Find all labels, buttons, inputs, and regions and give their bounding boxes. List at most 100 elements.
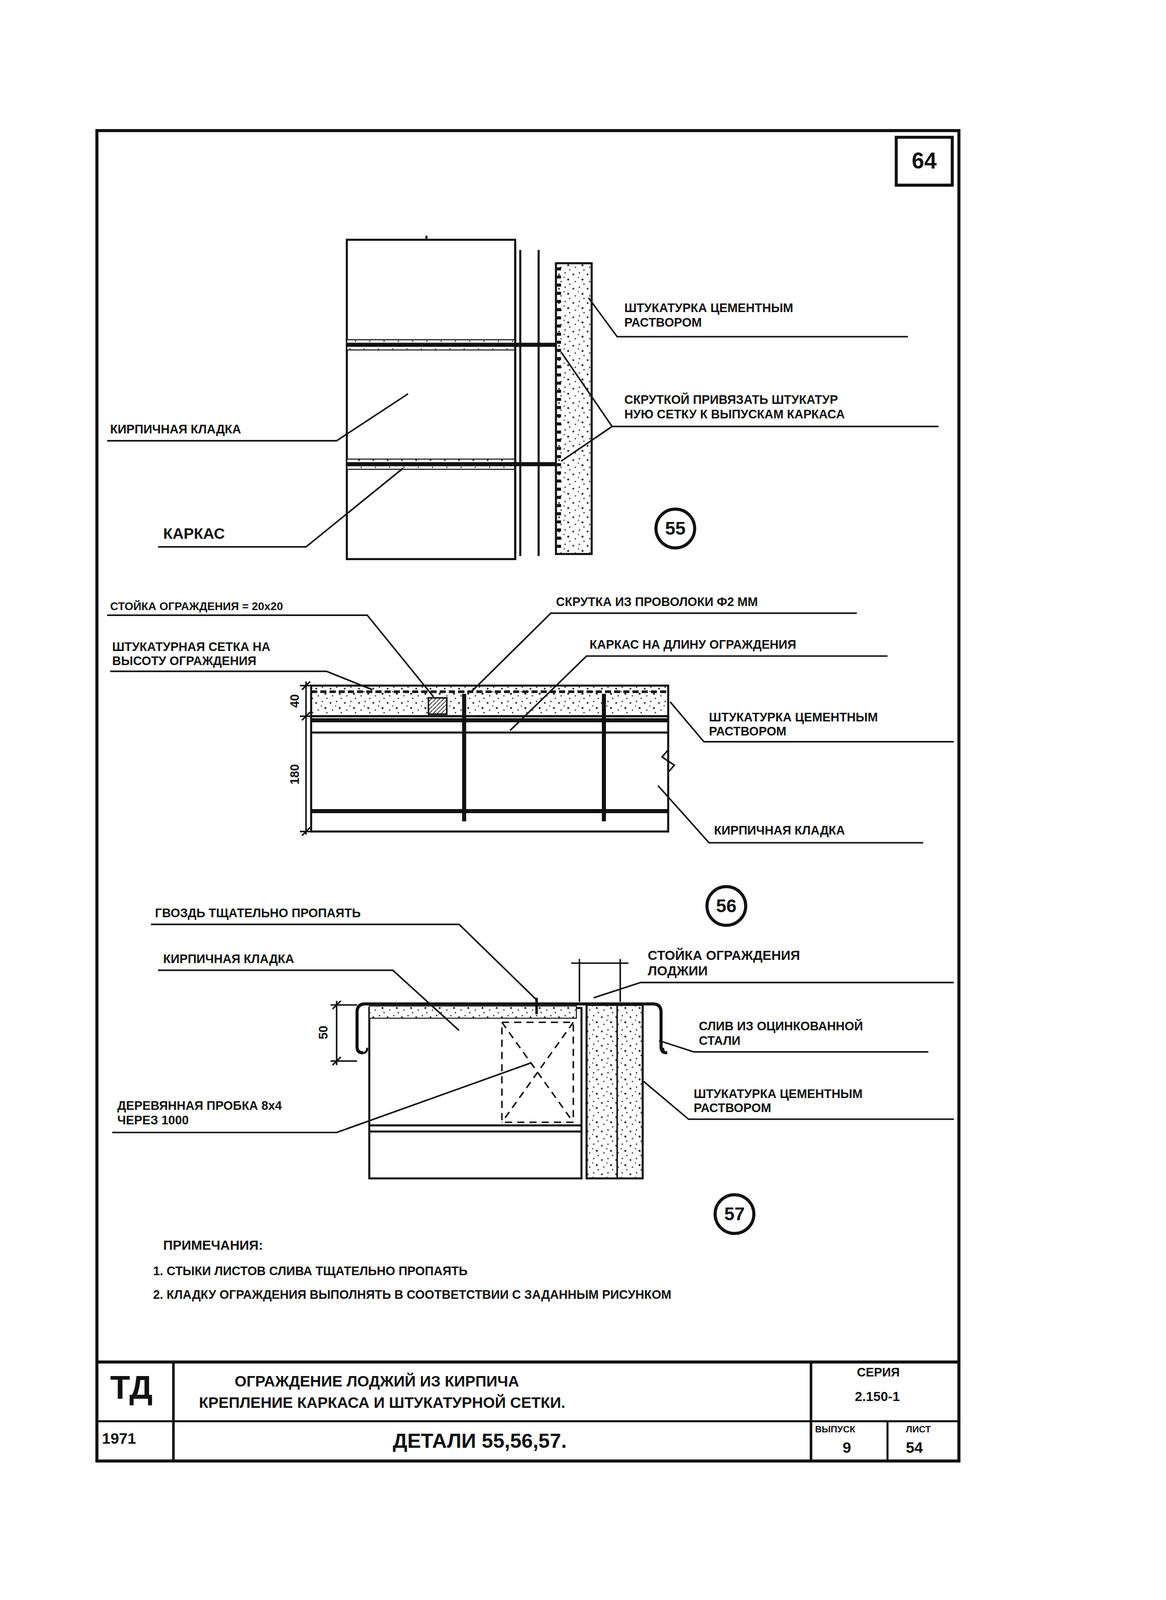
callout-number: 57 xyxy=(713,1192,756,1236)
detail-56-plan xyxy=(302,681,311,836)
detail-57-section xyxy=(501,1022,574,1122)
title-block-field: ЛИСТ xyxy=(905,1424,931,1435)
title-block-name: КРЕПЛЕНИЕ КАРКАСА И ШТУКАТУРНОЙ СЕТКИ. xyxy=(198,1393,566,1412)
leader-line xyxy=(643,1081,954,1120)
leader-line xyxy=(158,468,403,547)
annotation: ШТУКАТУРНАЯ СЕТКА НА ВЫСОТУ ОГРАЖДЕНИЯ xyxy=(112,640,322,669)
detail-57-section xyxy=(357,1003,668,1053)
leader-line xyxy=(110,671,373,690)
dimension: 180 xyxy=(288,764,303,785)
detail-56-plan xyxy=(305,681,307,835)
title-block-year: 1971 xyxy=(102,1428,137,1447)
detail-55-section xyxy=(556,267,561,551)
title-block-field: ВЫПУСК xyxy=(814,1424,855,1435)
node-text: 55 xyxy=(664,517,686,540)
detail-55-section xyxy=(347,239,516,560)
annotation: ШТУКАТУРКА ЦЕМЕНТНЫМ РАСТВОРОМ xyxy=(709,710,944,740)
callout-circle xyxy=(714,1194,754,1234)
detail-56-plan xyxy=(311,731,669,734)
detail-56-plan xyxy=(299,681,675,836)
annotation: КИРПИЧНАЯ КЛАДКА xyxy=(714,824,845,839)
annotation: КИРПИЧНАЯ КЛАДКА xyxy=(163,952,294,968)
title-block-details: ДЕТАЛИ 55,56,57. xyxy=(392,1428,567,1453)
sheet-frame xyxy=(96,130,959,1461)
detail-55-section xyxy=(537,249,540,556)
leader-line xyxy=(658,785,924,843)
callout-number: 55 xyxy=(654,506,697,550)
box-outline xyxy=(896,137,953,186)
detail-57-section xyxy=(619,958,621,1002)
leader-line xyxy=(150,924,537,1000)
node-text: 56 xyxy=(716,895,737,917)
detail-55-section xyxy=(347,461,560,467)
detail-57-section xyxy=(616,1004,618,1179)
annotation: СЛИВ ИЗ ОЦИНКОВАННОЙ СТАЛИ xyxy=(698,1020,903,1049)
sheet-frame xyxy=(172,1361,175,1461)
annotation: КАРКАС xyxy=(163,524,225,542)
sheet-frame xyxy=(96,1360,959,1364)
detail-56-plan xyxy=(461,693,467,822)
dimension: 40 xyxy=(288,694,303,708)
leader-line xyxy=(158,970,460,1031)
leader-line xyxy=(670,701,954,742)
sheet-frame xyxy=(809,1361,813,1461)
title-block-name: ОГРАЖДЕНИЕ ЛОДЖИЙ ИЗ КИРПИЧА xyxy=(234,1372,520,1390)
detail-56-plan xyxy=(428,697,447,715)
detail-55-section xyxy=(519,249,521,556)
annotation: СТОЙКА ОГРАЖДЕНИЯ = 20х20 xyxy=(110,600,283,613)
sheet-frame xyxy=(96,1419,959,1422)
title-block-code: ТД xyxy=(110,1369,153,1407)
detail-56-plan xyxy=(601,693,606,822)
detail-57-section xyxy=(330,1003,358,1006)
detail-55-section xyxy=(514,244,517,560)
detail-57-section xyxy=(369,1124,582,1127)
detail-57-section xyxy=(578,958,581,1002)
annotation: КАРКАС НА ДЛИНУ ОГРАЖДЕНИЯ xyxy=(589,638,797,653)
notes-heading: ПРИМЕЧАНИЯ: xyxy=(163,1238,263,1254)
detail-57-section xyxy=(369,1007,582,1179)
title-block-value: 54 xyxy=(905,1438,923,1457)
node-text: 57 xyxy=(724,1203,745,1225)
annotation: СКРУТКОЙ ПРИВЯЗАТЬ ШТУКАТУР НУЮ СЕТКУ К … xyxy=(624,393,869,422)
leader-line xyxy=(107,297,954,1133)
leader-line xyxy=(593,982,954,998)
sheet-frame xyxy=(96,130,959,1461)
detail-57-section xyxy=(335,1000,338,1065)
leader-line xyxy=(471,613,858,692)
detail-56-plan xyxy=(311,808,669,814)
detail-55-section xyxy=(425,235,428,241)
detail-57-section xyxy=(369,1130,582,1132)
annotation: ДЕРЕВЯННАЯ ПРОБКА 8х4 ЧЕРЕЗ 1000 xyxy=(117,1099,291,1128)
leader-line xyxy=(112,1062,531,1133)
leader-line xyxy=(107,615,434,697)
annotation: КИРПИЧНАЯ КЛАДКА xyxy=(110,423,242,438)
annotation: ШТУКАТУРКА ЦЕМЕНТНЫМ РАСТВОРОМ xyxy=(624,302,869,331)
callout-circle xyxy=(655,509,695,548)
sheet-frame xyxy=(886,1420,889,1461)
detail-57-section xyxy=(363,1047,668,1053)
callout-circle xyxy=(706,886,746,926)
detail-55-section xyxy=(347,235,592,560)
annotation: СКРУТКА ИЗ ПРОВОЛОКИ Ф2 ММ xyxy=(555,595,759,611)
title-block-value: 2.150-1 xyxy=(854,1389,900,1405)
detail-57-section xyxy=(501,1022,574,1122)
detail-55-section xyxy=(555,262,592,554)
note: 2. КЛАДКУ ОГРАЖДЕНИЯ ВЫПОЛНЯТЬ В СООТВЕТ… xyxy=(153,1288,672,1303)
detail-56-plan xyxy=(311,685,669,716)
detail-57-section xyxy=(330,958,668,1179)
detail-57-section xyxy=(332,1000,341,1065)
detail-57-section xyxy=(535,997,539,1014)
annotation: ШТУКАТУРКА ЦЕМЕНТНЫМ РАСТВОРОМ xyxy=(693,1087,939,1116)
dimension: 50 xyxy=(317,1025,332,1040)
leader-line xyxy=(560,352,939,462)
detail-57-section xyxy=(330,1060,358,1062)
callout-number: 56 xyxy=(704,884,748,928)
sheet-number-box: 64 xyxy=(894,135,954,187)
note: 1. СТЫКИ ЛИСТОВ СЛИВА ТЩАТЕЛЬНО ПРОПАЯТЬ xyxy=(153,1265,468,1280)
detail-57-section xyxy=(571,962,629,964)
detail-57-section xyxy=(369,1005,577,1018)
detail-56-plan xyxy=(662,749,675,773)
title-block-field: СЕРИЯ xyxy=(857,1365,900,1380)
